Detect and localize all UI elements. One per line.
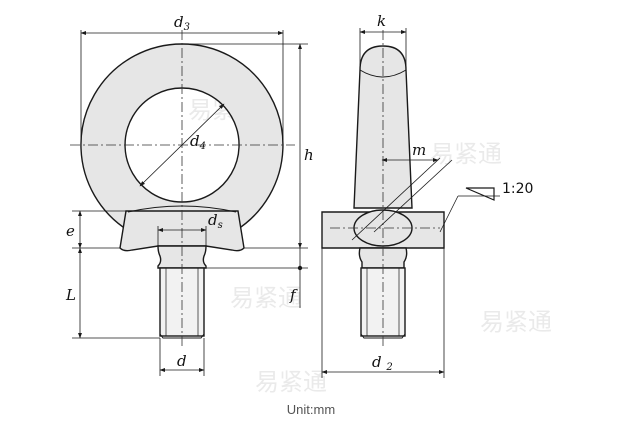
label-e: e	[66, 222, 75, 240]
label-ds: ds	[208, 211, 223, 231]
watermark-text: 易紧通	[480, 308, 552, 336]
watermark-text: 易紧通	[230, 284, 302, 312]
eye-bolt-drawing: 易紧通 易紧通 易紧通 易紧通 易紧通	[65, 12, 552, 396]
reference-dot	[297, 265, 303, 271]
side-dimensions	[321, 28, 500, 378]
label-d2: d 2	[372, 353, 393, 373]
watermark-text: 易紧通	[255, 368, 327, 396]
label-k: k	[377, 12, 386, 30]
label-d4: d4	[190, 132, 206, 152]
label-f: f	[289, 286, 298, 304]
watermark-group: 易紧通 易紧通 易紧通 易紧通 易紧通	[188, 96, 552, 396]
unit-caption: Unit:mm	[286, 402, 336, 417]
label-taper-ratio: 1:20	[502, 181, 533, 197]
watermark-text: 易紧通	[430, 140, 502, 168]
label-d3: d3	[174, 13, 190, 33]
label-L: L	[65, 286, 76, 304]
front-dimensions	[72, 30, 308, 376]
label-d: d	[177, 352, 187, 370]
label-m: m	[412, 141, 426, 159]
taper-symbol	[465, 187, 495, 201]
side-centerlines	[330, 30, 440, 348]
label-h: h	[304, 146, 314, 164]
